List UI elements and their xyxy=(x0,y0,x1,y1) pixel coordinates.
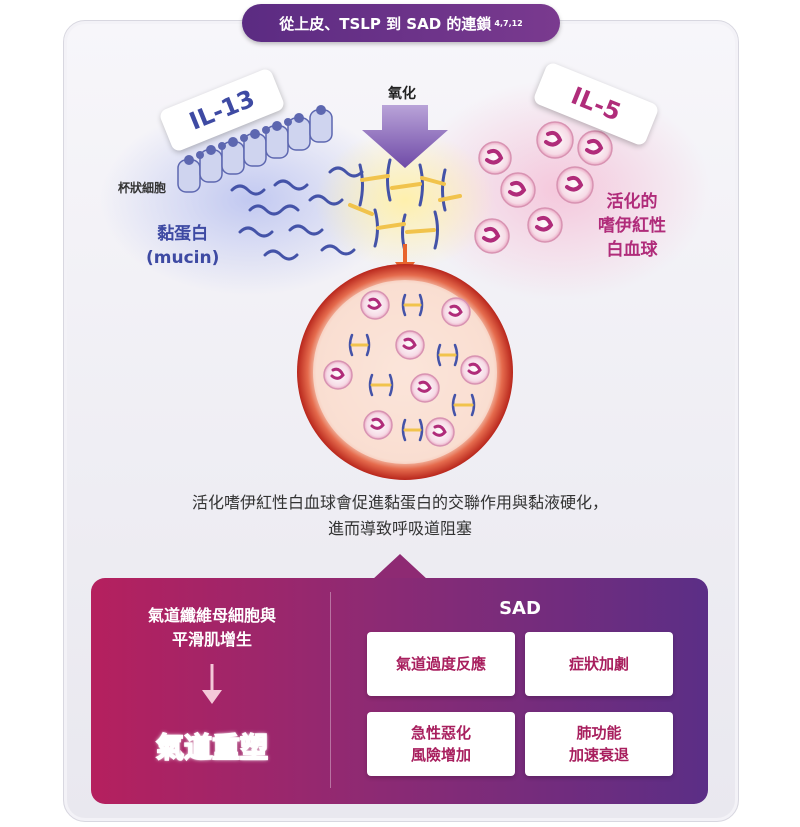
mucin-label: 黏蛋白 (mucin) xyxy=(146,222,219,270)
exacerbation-line2: 風險增加 xyxy=(410,746,471,764)
eosinophil-label: 活化的 嗜伊紅性 白血球 xyxy=(598,190,666,262)
airway-remodeling-title: 氣道重塑 xyxy=(155,730,269,765)
eosinophils xyxy=(474,121,613,254)
lung-decline-line2: 加速衰退 xyxy=(568,746,629,764)
airway-lumen xyxy=(297,264,513,480)
fibroblast-line1: 氣道纖維母細胞與 xyxy=(147,606,276,625)
goblet-granules xyxy=(184,105,326,165)
bottom-panel-notch xyxy=(372,554,428,580)
oxidation-arrow-icon xyxy=(362,105,448,168)
title-text: 從上皮、TSLP 到 SAD 的連鎖 xyxy=(279,14,492,33)
title-pill: 從上皮、TSLP 到 SAD 的連鎖 4,7,12 xyxy=(242,4,560,42)
fibroblast-line2: 平滑肌增生 xyxy=(171,630,252,649)
caption: 活化嗜伊紅性白血球會促進黏蛋白的交聯作用與黏液硬化， 進而導致呼吸道阻塞 xyxy=(100,490,700,542)
sad-title: SAD xyxy=(499,598,541,619)
exacerbation-line1: 急性惡化 xyxy=(410,724,471,742)
exacerbation-risk-box: 急性惡化 風險增加 xyxy=(367,712,515,776)
eos-label-line2: 嗜伊紅性 xyxy=(598,216,666,236)
goblet-cell-label: 杯狀細胞 xyxy=(118,181,167,195)
caption-line1: 活化嗜伊紅性白血球會促進黏蛋白的交聯作用與黏液硬化， xyxy=(191,493,608,512)
mucin-label-line1: 黏蛋白 xyxy=(157,224,209,244)
eos-label-line3: 白血球 xyxy=(606,240,658,260)
fibroblast-text: 氣道纖維母細胞與 平滑肌增生 xyxy=(112,604,312,652)
down-arrow-icon xyxy=(202,664,222,704)
bottom-divider xyxy=(330,592,331,788)
lung-function-decline-box: 肺功能 加速衰退 xyxy=(525,712,673,776)
oxidation-label: 氧化 xyxy=(388,86,416,102)
hyperresponsiveness-box: 氣道過度反應 xyxy=(367,632,515,696)
mucin-strands xyxy=(230,166,364,261)
symptom-worsening-box: 症狀加劇 xyxy=(525,632,673,696)
title-refs: 4,7,12 xyxy=(494,18,523,28)
lung-decline-line1: 肺功能 xyxy=(576,724,622,742)
mucin-label-line2: (mucin) xyxy=(146,248,220,268)
caption-line2: 進而導致呼吸道阻塞 xyxy=(327,519,472,538)
eos-label-line1: 活化的 xyxy=(606,192,658,212)
